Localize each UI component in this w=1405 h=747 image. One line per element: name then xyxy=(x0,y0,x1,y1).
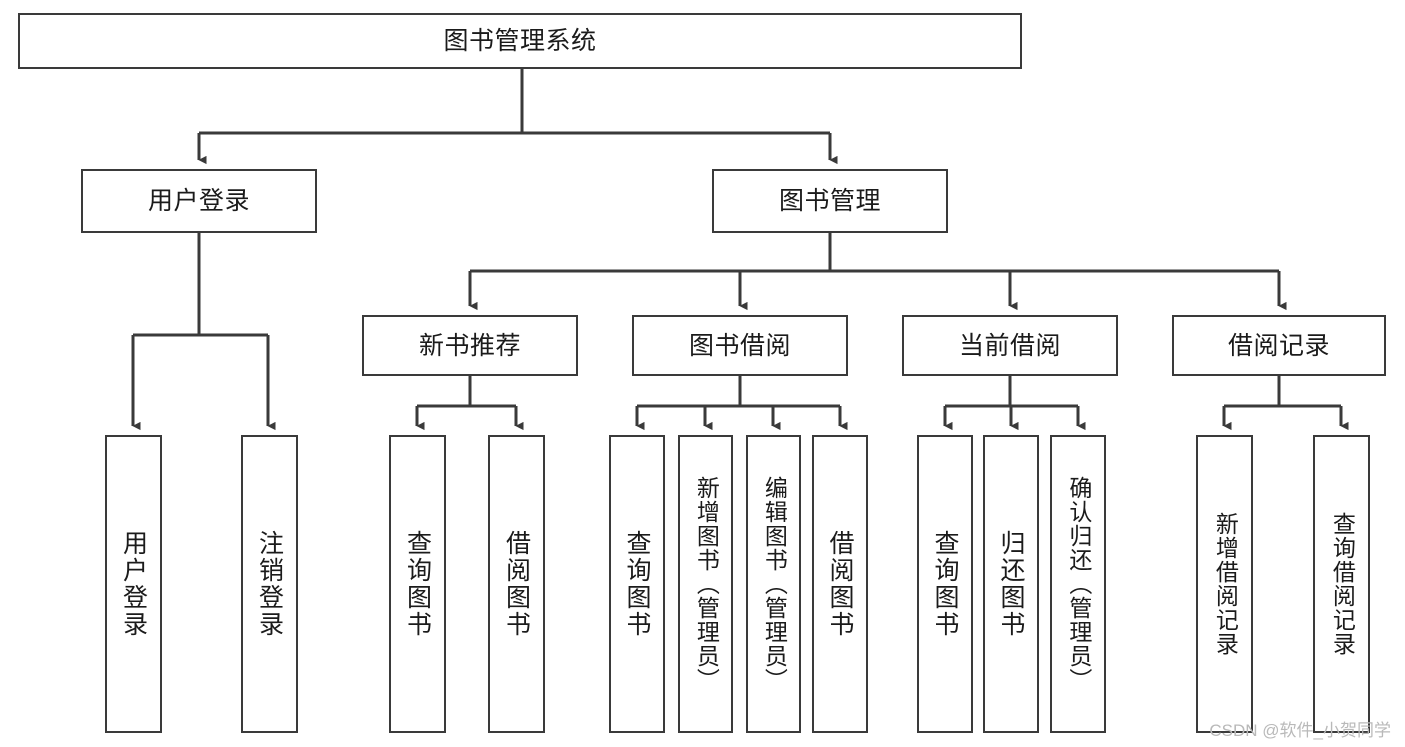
leaf-node-query-book-current[interactable]: 查询图书 xyxy=(917,435,973,733)
node-label: 查询图书 xyxy=(623,530,651,638)
node-label: 图书管理系统 xyxy=(443,27,597,55)
leaf-node-borrow-book-recommend[interactable]: 借阅图书 xyxy=(488,435,545,733)
leaf-node-user-login[interactable]: 用户登录 xyxy=(105,435,162,733)
node-new-book-recommend[interactable]: 新书推荐 xyxy=(362,315,578,376)
leaf-node-borrow-book[interactable]: 借阅图书 xyxy=(812,435,868,733)
node-label: 查询借阅记录 xyxy=(1329,512,1356,656)
node-label: 用户登录 xyxy=(119,530,148,638)
node-label: 新书推荐 xyxy=(418,331,521,360)
node-label: 图书借阅 xyxy=(688,331,791,360)
node-label: 借阅图书 xyxy=(826,530,854,638)
node-borrow-record[interactable]: 借阅记录 xyxy=(1172,315,1386,376)
node-label: 查询图书 xyxy=(931,530,959,638)
leaf-node-logout[interactable]: 注销登录 xyxy=(241,435,298,733)
node-label: 借阅记录 xyxy=(1227,331,1330,360)
node-label: 用户登录 xyxy=(147,187,250,215)
leaf-node-query-book-recommend[interactable]: 查询图书 xyxy=(389,435,446,733)
node-root-book-management-system[interactable]: 图书管理系统 xyxy=(18,13,1022,69)
leaf-node-confirm-return-admin[interactable]: 确认归还（管理员） xyxy=(1050,435,1106,733)
leaf-node-return-book[interactable]: 归还图书 xyxy=(983,435,1039,733)
node-label: 确认归还（管理员） xyxy=(1065,476,1092,692)
node-book-borrow[interactable]: 图书借阅 xyxy=(632,315,848,376)
node-current-borrow[interactable]: 当前借阅 xyxy=(902,315,1118,376)
node-label: 新增图书（管理员） xyxy=(693,476,720,692)
leaf-node-add-book-admin[interactable]: 新增图书（管理员） xyxy=(678,435,733,733)
leaf-node-query-book-borrow[interactable]: 查询图书 xyxy=(609,435,665,733)
node-book-management[interactable]: 图书管理 xyxy=(712,169,948,233)
csdn-watermark: CSDN @软件_小贺同学 xyxy=(1209,721,1391,740)
leaf-node-edit-book-admin[interactable]: 编辑图书（管理员） xyxy=(746,435,801,733)
node-label: 编辑图书（管理员） xyxy=(761,476,788,692)
node-label: 当前借阅 xyxy=(958,331,1061,360)
leaf-node-add-borrow-record[interactable]: 新增借阅记录 xyxy=(1196,435,1253,733)
node-user-login[interactable]: 用户登录 xyxy=(81,169,317,233)
node-label: 新增借阅记录 xyxy=(1212,512,1239,656)
node-label: 注销登录 xyxy=(255,530,284,638)
node-label: 归还图书 xyxy=(997,530,1025,638)
node-label: 查询图书 xyxy=(403,530,432,638)
node-label: 借阅图书 xyxy=(502,530,531,638)
node-label: 图书管理 xyxy=(778,187,881,215)
leaf-node-query-borrow-record[interactable]: 查询借阅记录 xyxy=(1313,435,1370,733)
